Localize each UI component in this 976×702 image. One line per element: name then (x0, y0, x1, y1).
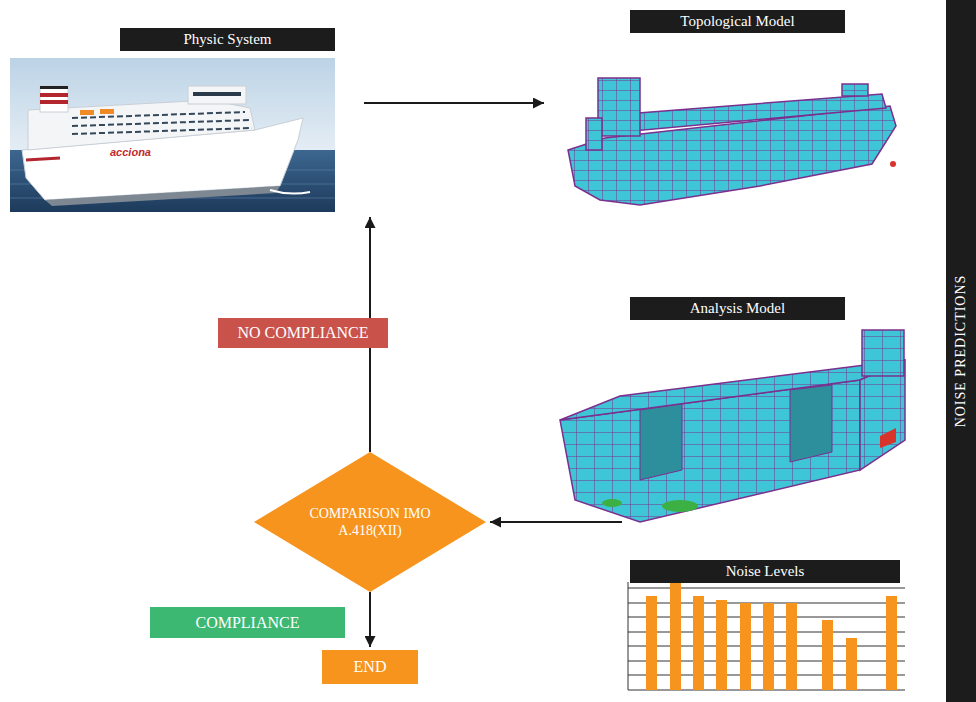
model-panel: Topological Model (546, 10, 900, 210)
window-rows (72, 112, 252, 134)
model-panel: Physic System (10, 28, 360, 214)
mesh-source (602, 499, 622, 507)
bar (763, 603, 774, 690)
decision-outcome-label: NO COMPLIANCE (218, 318, 388, 348)
ship-logo-text: acciona (110, 146, 151, 158)
node-text: Physic System (184, 31, 272, 48)
terminal-box: END (322, 650, 418, 684)
bar (740, 603, 751, 690)
mesh-panel (790, 385, 832, 462)
bar (786, 603, 797, 690)
flow-arrow (364, 102, 544, 104)
diamond-text-holder: COMPARISON IMO A.418(XII) (254, 452, 486, 592)
flow-arrow (369, 592, 371, 647)
node-text: END (354, 658, 387, 676)
mesh-block (842, 84, 868, 96)
hull-stripe (26, 158, 60, 160)
bow-wave (270, 190, 310, 194)
diamond-outline (254, 452, 486, 592)
decision-outcome-label: COMPLIANCE (150, 607, 345, 638)
grid-lines (628, 588, 905, 690)
axis (628, 582, 629, 690)
bar (846, 638, 857, 690)
node-text: Topological Model (680, 13, 794, 30)
mesh-superstructure (862, 330, 904, 376)
mesh-stern (586, 118, 602, 150)
section-band: NOISE PREDICTIONS (946, 0, 976, 702)
mesh-marker (880, 428, 896, 448)
model-panel: Analysis Model (546, 297, 910, 537)
node-text: Noise Levels (726, 563, 805, 580)
funnel-top (40, 86, 68, 89)
mesh-top (560, 360, 905, 420)
bar (693, 596, 704, 690)
lifeboat (100, 109, 114, 114)
panel-header: Analysis Model (630, 297, 845, 320)
lifeboat (80, 110, 94, 115)
decision-diamond: COMPARISON IMO A.418(XII) (254, 452, 486, 592)
node-text: Analysis Model (690, 300, 785, 317)
mesh-deck (600, 94, 886, 134)
bar (646, 596, 657, 690)
bar-chart (628, 581, 905, 690)
bridge-windows (193, 92, 241, 96)
node-text: NOISE PREDICTIONS (953, 275, 969, 428)
flow-arrow (490, 521, 622, 523)
funnel-stripe (40, 100, 68, 104)
mesh-source (662, 500, 698, 512)
mesh-superstructure (598, 78, 640, 136)
funnel (40, 86, 68, 112)
analysis-mesh (560, 330, 905, 522)
panel-header: Noise Levels (630, 560, 900, 583)
ship-photo (10, 58, 335, 212)
bar (670, 581, 681, 690)
topological-mesh (568, 78, 896, 205)
panel-header: Physic System (120, 28, 335, 51)
mesh-panel (640, 404, 682, 480)
bridge (188, 86, 246, 104)
bar (716, 600, 727, 690)
bar (822, 620, 833, 690)
node-text: NO COMPLIANCE (237, 324, 368, 342)
panel-header: Topological Model (630, 10, 845, 33)
hull-shadow (45, 186, 280, 206)
model-panel: Noise Levels (622, 512, 907, 695)
funnel-stripe (40, 93, 68, 97)
bar (886, 596, 897, 690)
diamond-shape (254, 452, 486, 592)
mesh-marker (890, 161, 896, 167)
node-text: COMPARISON IMO A.418(XII) (306, 505, 434, 540)
node-text: COMPLIANCE (195, 614, 299, 632)
